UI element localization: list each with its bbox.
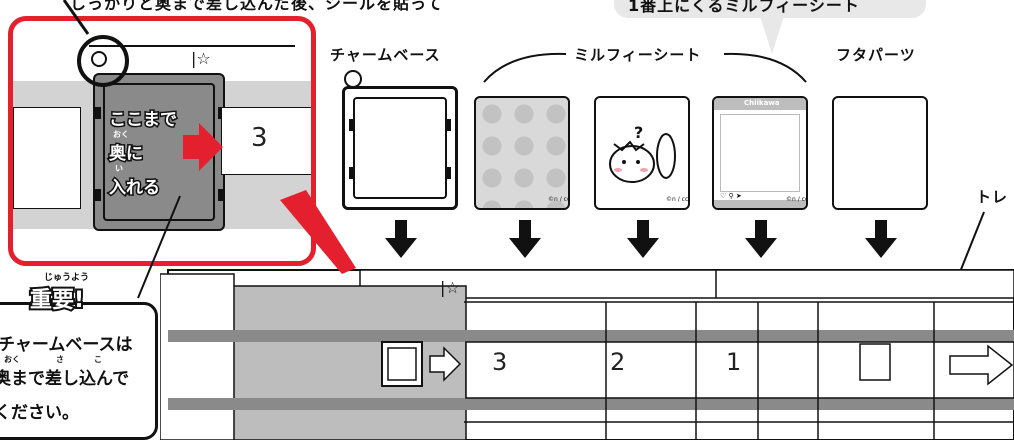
sheet-dotted-copyright: ©n / cc	[548, 196, 571, 203]
tray-number: 2	[610, 348, 626, 376]
important-line2: 奥まで差し込んで	[0, 369, 130, 389]
important-ruby: じゅうよう	[44, 273, 90, 283]
inset-text-line1: ここまで	[108, 109, 179, 132]
important-leader-line	[137, 195, 181, 299]
zoom-connector	[280, 190, 356, 274]
svg-text:?: ?	[634, 123, 643, 142]
down-arrow-icon	[385, 220, 417, 258]
tray-number: 3	[492, 348, 508, 376]
red-arrow-icon	[183, 123, 223, 171]
inset-text-line2: 奥に	[108, 143, 145, 166]
lid-parts-card	[832, 96, 928, 210]
down-arrow-icon	[865, 220, 897, 258]
important-ruby-sa: さ	[56, 355, 64, 364]
sheet-dotted	[474, 96, 570, 210]
label-charm-base: チャームベース	[330, 46, 441, 64]
important-box	[0, 302, 158, 440]
important-title-text: 重要	[28, 286, 76, 315]
callout-top-sheet	[614, 0, 926, 18]
sheet-app-copyright: ©n / cc	[786, 196, 809, 203]
charm-ring-icon	[344, 70, 362, 88]
inset-pointer-line	[62, 0, 90, 35]
important-line3: ください。	[0, 403, 79, 423]
label-millefeuille-sheet: ミルフィーシート	[574, 46, 702, 64]
important-exclaim: !	[72, 286, 86, 315]
inset-ruby-oku: おく	[113, 130, 129, 139]
tray-diagram	[160, 269, 1014, 440]
callout-pointer	[760, 16, 784, 54]
label-tray: トレ	[976, 188, 1009, 206]
charm-base-card	[342, 86, 458, 210]
sheet-brace	[483, 52, 807, 83]
down-arrow-icon	[627, 220, 659, 258]
important-ruby-oku: おく	[4, 355, 20, 364]
inset-slot-number: 3	[251, 123, 268, 153]
top-caption: しっかりと奥まで差し込んだ後、シールを貼って	[70, 0, 444, 13]
inset-ruby-i: い	[115, 164, 123, 173]
character-icon: ?	[609, 123, 676, 183]
down-arrow-icon	[745, 220, 777, 258]
tray-mark: |☆	[440, 278, 460, 297]
important-line1: チャームベースは	[0, 335, 133, 355]
app-header-text: Chiikawa	[744, 99, 780, 107]
label-lid-parts: フタパーツ	[836, 46, 916, 64]
sheet-app-frame: Chiikawa ♡ ⚲ ➤	[712, 96, 808, 210]
important-ruby-ko: こ	[94, 355, 102, 364]
inset-mark: |☆	[191, 49, 211, 68]
inset-text-line3: 入れる	[108, 177, 162, 200]
zoom-inset-panel: |☆ 3 ここまで おく 奥に い 入れる	[8, 16, 316, 266]
app-icons: ♡ ⚲ ➤	[720, 192, 742, 200]
sheet-character-copyright: ©n / cc	[666, 196, 689, 203]
down-arrow-icon	[509, 220, 541, 258]
inset-circle-highlight	[77, 35, 129, 87]
important-title: 重要!	[28, 282, 86, 315]
sheet-character: ?	[594, 96, 690, 210]
tray-number: 1	[726, 348, 742, 376]
callout-top-label: 1番上にくるミルフィーシート	[628, 0, 860, 15]
